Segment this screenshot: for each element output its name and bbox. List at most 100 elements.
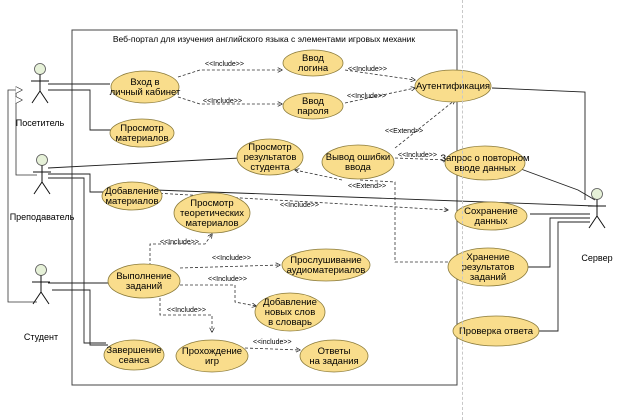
actor-head <box>34 63 46 75</box>
usecase-label: материалов <box>106 196 159 207</box>
usecase-label: в словарь <box>268 317 312 328</box>
usecase-ellipse <box>103 339 165 371</box>
usecase-ellipse <box>107 263 181 299</box>
actor-body <box>32 275 50 305</box>
svg-text:<<Include>>: <<Include>> <box>348 66 387 73</box>
usecase-label: Прохождение <box>182 346 242 357</box>
usecase-label: Ввод <box>302 53 324 64</box>
usecase-label: Вход в <box>130 77 159 88</box>
usecase-label: пароля <box>297 106 328 117</box>
actor-teacher: Преподаватель <box>10 154 75 222</box>
usecase-ellipse <box>282 92 344 120</box>
page-edge-line <box>462 0 463 420</box>
usecase-ellipse <box>175 339 249 373</box>
usecase-ellipse <box>281 248 371 282</box>
usecase-label: Добавление <box>105 186 159 197</box>
usecase-label: студента <box>250 162 290 173</box>
usecase-label: результатов <box>244 152 297 163</box>
usecase-label: Ввод <box>302 96 324 107</box>
usecase-label: аудиоматериалов <box>287 265 366 276</box>
usecase-label: на задания <box>309 356 358 367</box>
svg-text:<<Include>>: <<Include>> <box>347 93 386 100</box>
usecase-label: Проверка ответа <box>459 326 534 337</box>
actor-label: Сервер <box>581 253 612 263</box>
usecase-ellipse <box>101 181 163 211</box>
usecase-ellipse <box>109 118 175 148</box>
usecase-label: Завершение <box>106 345 161 356</box>
usecase-ellipse <box>299 339 369 373</box>
svg-text:<<include>>: <<include>> <box>253 339 292 346</box>
usecase-label: Просмотр <box>190 198 233 209</box>
actor-server: Сервер <box>581 188 613 263</box>
usecase-ellipse <box>414 69 492 103</box>
usecase-label: Хранение <box>466 252 509 263</box>
actor-body <box>588 199 606 229</box>
actor-generalization <box>7 90 37 303</box>
usecase-label: новых слов <box>265 307 316 318</box>
usecase-label: теоретических <box>180 208 244 219</box>
svg-text:<<Include>>: <<Include>> <box>203 98 242 105</box>
usecase-label: результатов <box>462 262 515 273</box>
usecase-ellipse <box>110 70 180 104</box>
usecase-label: Добавление <box>263 297 317 308</box>
actor-head <box>36 154 48 166</box>
system-title: Веб-портал для изучения английского язык… <box>113 34 416 44</box>
svg-text:<<Extend>>: <<Extend>> <box>385 128 423 135</box>
usecase-ellipse <box>282 49 344 77</box>
usecase-label: личный кабинет <box>110 87 181 98</box>
svg-text:<<Include>>: <<Include>> <box>167 307 206 314</box>
usecase-label: заданий <box>470 272 506 283</box>
usecase-label: заданий <box>126 281 162 292</box>
usecase-ellipse <box>452 315 540 347</box>
include-relations <box>149 70 455 350</box>
usecase-label: Просмотр <box>120 123 163 134</box>
usecase-ellipse <box>444 145 526 181</box>
usecase-ellipse <box>254 292 326 332</box>
usecase-label: Ответы <box>318 346 351 357</box>
usecase-label: Запрос о повторном <box>440 153 529 164</box>
actor-student: Студент <box>24 264 58 342</box>
usecase-label: данных <box>475 216 508 227</box>
usecase-ellipse <box>173 192 251 234</box>
svg-text:<<Include>>: <<Include>> <box>280 202 319 209</box>
usecase-label: Прослушивание <box>290 255 361 266</box>
actor-head <box>591 188 603 200</box>
actor-body <box>31 74 49 104</box>
actor-visitor: Посетитель <box>16 63 65 128</box>
actor-label: Студент <box>24 332 58 342</box>
usecase-ellipse <box>321 144 395 180</box>
svg-text:<<Include>>: <<Include>> <box>160 239 199 246</box>
usecase-label: игр <box>205 356 219 367</box>
svg-text:<<Include>>: <<Include>> <box>398 152 437 159</box>
usecase-ellipse <box>447 247 529 287</box>
relation-labels: <<Include>> <<Include>> <<Include>> <<In… <box>160 61 437 346</box>
system-boundary <box>71 29 458 386</box>
svg-text:<<Extend>>: <<Extend>> <box>348 183 386 190</box>
usecase-auth: Аутентификация <box>414 69 492 103</box>
actor-head <box>35 264 47 276</box>
actor-body <box>33 165 51 195</box>
usecase-label: Просмотр <box>248 142 291 153</box>
associations <box>47 83 596 346</box>
usecase-label: Вывод ошибки <box>326 152 390 163</box>
svg-text:<<Include>>: <<Include>> <box>208 276 247 283</box>
usecase-label: материалов <box>186 218 239 229</box>
actor-label: Посетитель <box>16 118 65 128</box>
actor-label: Преподаватель <box>10 212 75 222</box>
